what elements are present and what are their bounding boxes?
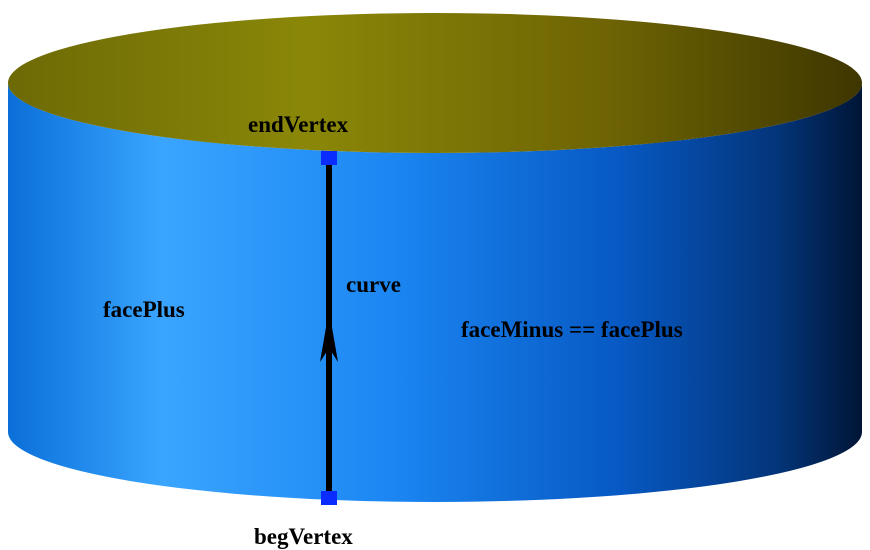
face-minus-label: faceMinus == facePlus	[461, 317, 683, 342]
face-plus-label: facePlus	[103, 297, 185, 322]
end-vertex-label: endVertex	[248, 112, 349, 137]
end-vertex-marker	[321, 151, 337, 165]
curve-label: curve	[346, 272, 401, 297]
cylinder-side-face	[8, 83, 862, 502]
cylinder-top-face	[8, 13, 862, 153]
curve-direction-arrow	[320, 310, 338, 362]
beg-vertex-label: begVertex	[254, 524, 353, 549]
beg-vertex-marker	[321, 491, 337, 505]
